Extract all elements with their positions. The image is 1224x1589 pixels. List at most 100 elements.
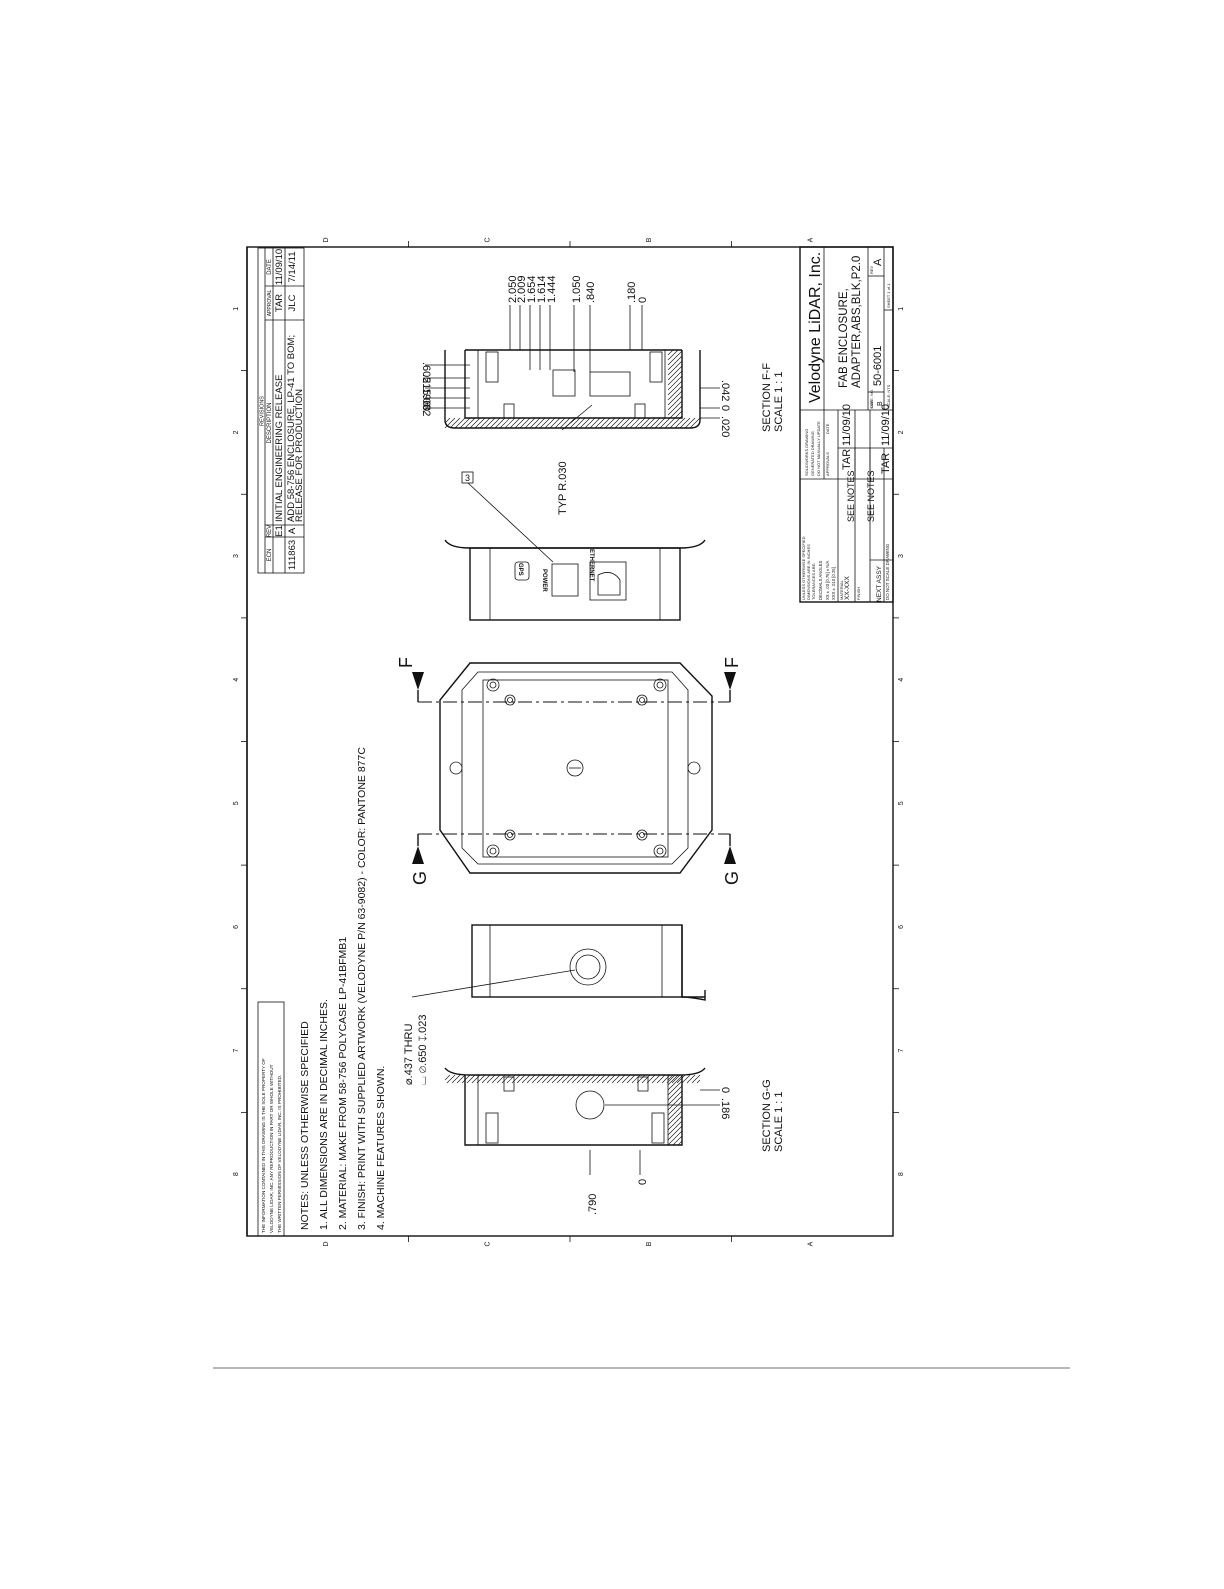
section-hatch-line [606,1074,616,1084]
section-hatch-line [446,1074,456,1084]
zone-letter: D [323,1241,330,1246]
mounting-hole-left [449,761,463,775]
section-hatch-line [641,1074,651,1084]
date-label: DATE [825,423,830,434]
svg-text:⌀.437 THRU: ⌀.437 THRU [403,1024,415,1085]
section-hatch-line [499,417,511,429]
dim-0-bottom: 0 [719,405,731,411]
section-hatch-line [486,1074,496,1084]
section-gg-view [444,1067,706,1146]
balloon-3 [461,471,474,484]
section-hatch-line [604,417,616,429]
zone-letter: B [646,237,653,242]
section-hatch-line [619,417,631,429]
dim-020: .020 [719,416,731,437]
section-hatch-line [454,417,466,429]
section-hatch-line [481,1074,491,1084]
section-hatch-line [546,1074,556,1084]
svg-text:SECTION G-G: SECTION G-G [761,1079,773,1152]
drawing-title: FAB ENCLOSURE, ADAPTER,ABS,BLK,P2.0 [838,256,863,388]
mounting-hole-right [687,761,701,775]
section-hatch-line [667,1074,679,1086]
section-hatch-line [526,1074,536,1084]
svg-text:TOLERANCES ARE:: TOLERANCES ARE: [811,563,816,600]
revisions-title: REVISIONS [260,396,266,426]
approved-date: 11/09/10 [880,404,892,446]
cut-label-f-right: F [722,657,742,668]
section-hatch-line [554,417,566,429]
section-hatch-line [636,1074,646,1084]
dim-186: .186 [719,1098,731,1119]
section-hatch-line [514,417,526,429]
rev-row1-approval: TAR [274,294,285,312]
company-name: Velodyne LiDAR, Inc. [807,252,824,403]
section-hatch-line [674,417,686,429]
section-hatch-line [651,1074,661,1084]
typ-radius-label: TYP R.030 [557,461,569,515]
rev-row1-date: 11/09/10 [274,249,285,285]
cut-label-g-left: G [410,871,430,885]
section-gg-hole [575,1090,605,1120]
dim-840: .840 [585,282,597,303]
title-line-1: FAB ENCLOSURE, [838,288,850,388]
section-hatch-line [469,417,481,429]
section-hatch-line [667,1120,683,1136]
rev-row2-rev: A [287,527,298,534]
counterbore-outer [569,948,607,986]
rev-row2-date: 7/14/11 [287,252,298,283]
section-hatch-line [667,370,683,386]
rev-header-ecn: ECN [267,549,273,562]
dim-0-gg-right: 0 [719,1087,731,1093]
rev-header-approval: APPROVAL [267,289,273,316]
section-hatch-line [551,1074,561,1084]
dim-1614: 1.614 [536,275,548,303]
next-assy-label: NEXT ASSY [876,565,883,602]
footer-divider [213,1367,1070,1369]
finish-label: FINISH [856,587,861,600]
section-hatch-line [621,1074,631,1084]
section-hatch-line [476,1074,486,1084]
section-hatch-line [491,1074,501,1084]
hole-side-view [411,924,706,1001]
section-hatch-line [601,1074,611,1084]
ethernet-port [589,561,627,601]
section-hatch-line [574,417,586,429]
section-hatch-line [674,410,683,419]
section-hatch-line [629,417,641,429]
zone-letter: C [484,237,491,242]
gps-port [514,561,530,581]
section-hatch-line [451,1074,461,1084]
svg-text:SECTION F-F: SECTION F-F [761,363,773,432]
section-hatch-line [531,1074,541,1084]
section-hatch-line [667,1110,683,1126]
note-3: 3. FINISH: PRINT WITH SUPPLIED ARTWORK (… [356,747,368,1230]
section-hatch-line [634,417,646,429]
section-hatch-line [631,1074,641,1084]
do-not-scale: DO NOT SCALE DRAWING [885,543,890,600]
section-hatch-line [614,417,626,429]
scale-label: SCALE: NTS [886,384,891,408]
power-label: POWER [541,569,547,592]
dim-1444: 1.444 [546,275,558,303]
rev-header-description: DESCRIPTION [267,402,273,443]
section-hatch-line [667,349,674,356]
section-hatch-line [444,417,451,424]
section-hatch-line [569,417,581,429]
section-hatch-line [519,417,531,429]
section-hatch-line [566,1074,576,1084]
drawn-date: 11/09/10 [841,404,853,446]
ethernet-label: ETHERNET [588,549,594,582]
section-hatch-line [539,417,551,429]
section-hatch-line [689,417,701,429]
material-value: SEE NOTES [846,470,856,522]
section-hatch-line [479,417,491,429]
zone-number: 8 [898,1172,905,1176]
section-hatch-line [679,415,683,419]
cut-label-f-left: F [396,657,416,668]
section-hatch-line [511,1074,521,1084]
section-hatch-line [691,1074,701,1084]
section-hatch-line [494,417,506,429]
section-hatch-line [616,1074,626,1084]
section-hatch-line [449,417,461,429]
